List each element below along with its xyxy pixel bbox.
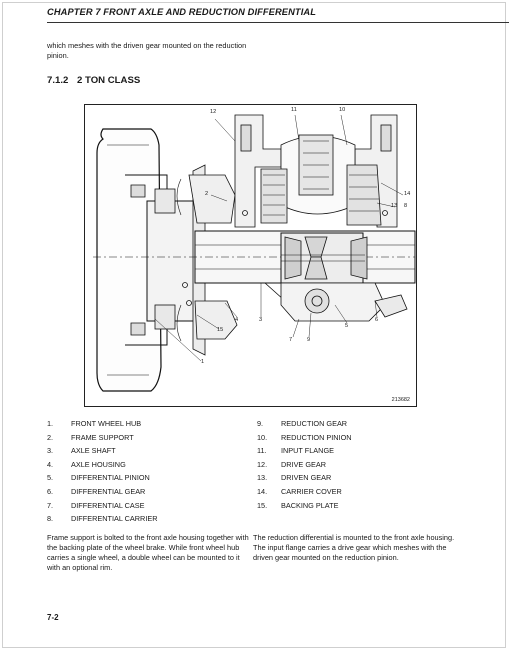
part-name: DIFFERENTIAL GEAR [71, 486, 146, 496]
list-item: 10. REDUCTION PINION [257, 431, 352, 445]
part-name: FRONT WHEEL HUB [71, 419, 142, 428]
list-item: 13. DRIVEN GEAR [257, 471, 352, 485]
callout-15: 15 [217, 327, 224, 333]
callout-11: 11 [291, 107, 297, 113]
part-number: 2. [47, 432, 54, 442]
part-number: 10. [257, 432, 268, 442]
driven-gear [346, 164, 382, 226]
callout-4: 4 [235, 317, 239, 323]
part-name: BACKING PLATE [281, 500, 339, 510]
callout-6: 6 [375, 317, 379, 323]
differential-gear [284, 236, 302, 280]
part-number: 11. [257, 446, 267, 456]
list-item: 15. BACKING PLATE [257, 499, 352, 513]
part-number: 7. [47, 500, 54, 510]
part-name: DRIVE GEAR [281, 459, 327, 469]
part-name: FRAME SUPPORT [71, 432, 134, 442]
callout-13: 13 [391, 203, 398, 209]
reduction-gear [304, 288, 330, 314]
part-name: DIFFERENTIAL CARRIER [71, 514, 158, 524]
intro-paragraph: which meshes with the driven gear mounte… [47, 41, 247, 60]
part-name: INPUT FLANGE [281, 446, 334, 456]
axle-cross-section-drawing [93, 114, 416, 392]
part-name: DRIVEN GEAR [281, 473, 332, 483]
part-name: DIFFERENTIAL PINION [71, 473, 150, 483]
callout-14: 14 [404, 191, 411, 197]
part-number: 1. [47, 419, 54, 428]
part-number: 3. [47, 446, 54, 456]
part-name: AXLE HOUSING [71, 459, 126, 469]
list-item: 6. DIFFERENTIAL GEAR [47, 485, 158, 499]
list-item: 7. DIFFERENTIAL CASE [47, 499, 158, 513]
page-header: CHAPTER 7 FRONT AXLE AND REDUCTION DIFFE… [47, 7, 509, 23]
callout-1: 1 [201, 359, 205, 365]
part-number: 4. [47, 459, 54, 469]
part-name: REDUCTION GEAR [281, 419, 348, 428]
page-frame [2, 2, 506, 648]
callout-8: 8 [404, 203, 408, 209]
differential-carrier [280, 282, 386, 322]
part-number: 8. [47, 514, 54, 524]
part-number: 12. [257, 459, 268, 469]
callout-9: 9 [307, 337, 311, 343]
page-number: 7-2 [47, 613, 59, 622]
list-item: 11. INPUT FLANGE [257, 444, 352, 458]
part-name: CARRIER COVER [281, 486, 342, 496]
frame-support [188, 174, 236, 224]
body-paragraph-right: The reduction differential is mounted to… [253, 533, 455, 562]
list-item: 14. CARRIER COVER [257, 485, 352, 499]
callout-3: 3 [259, 317, 263, 323]
list-item: 5. DIFFERENTIAL PINION [47, 471, 158, 485]
wheel-hub [146, 200, 196, 322]
section-number: 7.1.2 [47, 75, 69, 86]
part-number: 6. [47, 486, 54, 496]
axle-diagram: 12 11 10 2 14 13 8 4 3 5 6 7 9 15 1 2136… [84, 104, 417, 407]
part-number: 13. [257, 473, 268, 483]
part-name: AXLE SHAFT [71, 446, 116, 456]
figure-number: 213682 [391, 397, 410, 403]
chapter-title: CHAPTER 7 FRONT AXLE AND REDUCTION DIFFE… [47, 7, 316, 17]
list-item: 4. AXLE HOUSING [47, 458, 158, 472]
list-item: 1. FRONT WHEEL HUB [47, 417, 158, 431]
header-rule [47, 22, 509, 23]
drive-gear [260, 168, 288, 224]
callout-10: 10 [339, 107, 346, 113]
part-name: DIFFERENTIAL CASE [71, 500, 145, 510]
callout-2: 2 [205, 191, 209, 197]
callout-12: 12 [210, 109, 217, 115]
parts-list-right: 9. REDUCTION GEAR 10. REDUCTION PINION 11.… [257, 417, 352, 512]
list-item: 8. DIFFERENTIAL CARRIER [47, 512, 158, 526]
part-number: 14. [257, 486, 268, 496]
list-item: 12. DRIVE GEAR [257, 458, 352, 472]
list-item: 3. AXLE SHAFT [47, 444, 158, 458]
section-heading: 7.1.2 2 TON CLASS [47, 75, 140, 86]
section-title: 2 TON CLASS [77, 75, 141, 86]
list-item: 9. REDUCTION GEAR [257, 417, 352, 431]
callout-5: 5 [345, 323, 349, 329]
callout-7: 7 [289, 337, 293, 343]
part-number: 5. [47, 473, 54, 483]
body-paragraph-left: Frame support is bolted to the front axl… [47, 533, 249, 572]
list-item: 2. FRAME SUPPORT [47, 431, 158, 445]
part-number: 15. [257, 500, 268, 510]
parts-list-left: 1. FRONT WHEEL HUB 2. FRAME SUPPORT 3. AXLE… [47, 417, 158, 526]
part-number: 9. [257, 419, 264, 428]
part-name: REDUCTION PINION [281, 432, 352, 442]
